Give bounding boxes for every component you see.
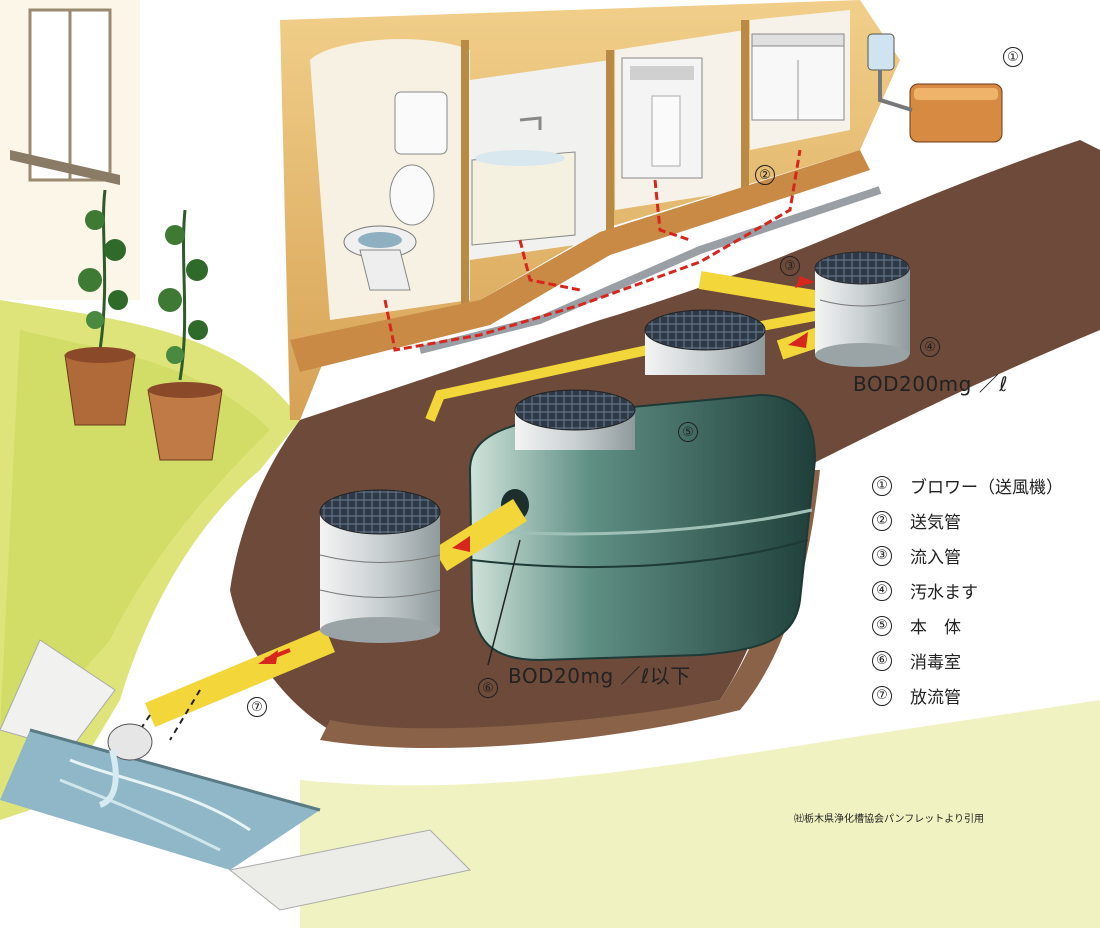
tank-body [468, 309, 817, 662]
legend-number: ④ [872, 580, 892, 601]
potted-plant [64, 189, 136, 426]
bathtub [471, 116, 576, 246]
callout-4: ④ [920, 337, 940, 357]
legend-text: 汚水ます [910, 583, 978, 603]
legend-text: 流入管 [910, 548, 961, 568]
legend-item: ② 送気管 [872, 503, 1063, 538]
legend-number: ⑦ [872, 685, 892, 706]
legend-text: ブロワー（送風機） [910, 478, 1063, 498]
legend-number: ③ [872, 545, 892, 566]
legend-number: ⑥ [872, 650, 892, 671]
inflow-pipe-right [698, 271, 822, 309]
toilet [343, 91, 448, 291]
legend-text: 消毒室 [910, 653, 961, 673]
inlet-chamber [814, 251, 910, 367]
legend-item: ⑥ 消毒室 [872, 643, 1063, 678]
callout-2: ② [755, 165, 775, 185]
legend-text: 送気管 [910, 513, 961, 533]
bod-outflow-label: BOD20mg ／ℓ以下 [508, 664, 691, 688]
legend-number: ② [872, 510, 892, 531]
legend-number: ⑤ [872, 615, 892, 636]
legend-text: 本 体 [910, 618, 961, 638]
callout-5: ⑤ [678, 422, 698, 442]
callout-6: ⑥ [478, 678, 498, 698]
washing-machine [621, 57, 703, 179]
kitchen-sink [751, 33, 845, 121]
drain-channel [0, 639, 472, 911]
legend-item: ⑦ 放流管 [872, 678, 1063, 713]
potted-plant [147, 209, 223, 461]
bod-inflow-label: BOD200mg ／ℓ [853, 372, 1008, 396]
legend-item: ④ 汚水ます [872, 573, 1063, 608]
callout-1: ① [1003, 47, 1023, 67]
legend-item: ⑤ 本 体 [872, 608, 1063, 643]
callout-7: ⑦ [247, 697, 267, 717]
legend: ① ブロワー（送風機） ② 送気管 ③ 流入管 ④ 汚水ます ⑤ 本 体 ⑥ 消毒室 ⑦ 放流… [872, 468, 1063, 713]
legend-item: ③ 流入管 [872, 538, 1063, 573]
callout-3: ③ [780, 256, 800, 276]
disinfection-chamber [319, 489, 441, 643]
source-credit: ㈳栃木県浄化槽協会パンフレットより引用 [794, 814, 984, 825]
legend-item: ① ブロワー（送風機） [872, 468, 1063, 503]
outflow-pipe [433, 498, 527, 572]
blower [867, 33, 1003, 143]
discharge-pipe [145, 628, 335, 727]
legend-text: 放流管 [910, 688, 961, 708]
legend-number: ① [872, 475, 892, 496]
